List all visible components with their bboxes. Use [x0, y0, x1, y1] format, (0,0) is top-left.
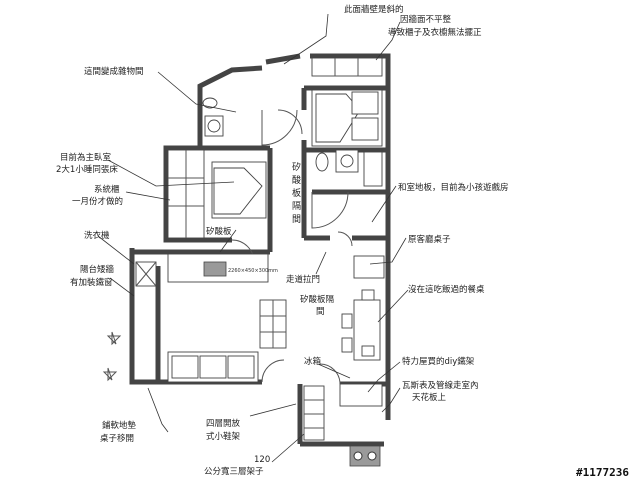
label-floor-mat-line2: 桌子移開 — [100, 433, 134, 444]
leader-lines — [97, 13, 409, 463]
label-tatami: 和室地板，目前為小孩遊戲房 — [398, 182, 509, 193]
annotations: 此面牆壁是斜的 因牆面不平整 導致櫃子及衣櫥無法擺正 這間變成雜物間 目前為主臥… — [56, 4, 629, 479]
label-guest-table: 原客廳桌子 — [408, 234, 451, 245]
label-acid-vertical: 矽 酸 板 隔 間 — [292, 161, 301, 225]
label-system-line1: 系統櫃 — [94, 184, 120, 195]
label-storage-room: 這間變成雜物間 — [84, 66, 144, 77]
label-diy-rack: 特力屋買的diy鐵架 — [402, 356, 475, 367]
label-washer: 洗衣機 — [84, 230, 110, 241]
label-fridge: 冰箱 — [304, 356, 322, 367]
label-shelf-line: 公分寬三層架子 — [204, 466, 264, 477]
label-acid-board: 矽酸板 — [206, 226, 232, 237]
label-shoe-rack-line2: 式小鞋架 — [206, 431, 241, 442]
watermark-id: #1177236 — [576, 466, 629, 479]
label-hallway-door: 走道拉門 — [286, 274, 320, 285]
door-swings — [231, 109, 353, 385]
svg-text:矽: 矽 — [292, 161, 301, 173]
label-acid-partition-line2: 間 — [316, 307, 325, 317]
label-shoe-rack-line1: 四層開放 — [206, 418, 241, 429]
label-gas-line2: 天花板上 — [412, 392, 447, 403]
label-shelf-size: 120 — [254, 455, 270, 465]
label-cabinet-line1: 因牆面不平整 — [400, 14, 452, 25]
tv-cabinet-size: 2260×450×300mm — [228, 268, 278, 274]
furniture: 2260×450×300mm — [102, 57, 385, 467]
label-balcony-line1: 陽台矮牆 — [80, 264, 115, 275]
label-master-line2: 2大1小睡同張床 — [56, 164, 118, 175]
svg-text:間: 間 — [292, 214, 301, 225]
label-balcony-line2: 有加裝鐵窗 — [70, 277, 113, 288]
svg-text:酸: 酸 — [292, 175, 301, 186]
label-master-line1: 目前為主臥室 — [60, 152, 112, 163]
label-acid-partition-line1: 矽酸板隔 — [300, 294, 335, 305]
label-gas-line1: 瓦斯表及管線走室內 — [402, 380, 479, 391]
label-floor-mat-line1: 鋪軟地墊 — [102, 420, 137, 431]
label-wall-slanted: 此面牆壁是斜的 — [344, 4, 404, 15]
label-system-line2: 一月份才做的 — [72, 196, 123, 207]
svg-text:板: 板 — [292, 187, 301, 199]
label-dining: 沒在這吃飯過的餐桌 — [408, 284, 485, 295]
svg-text:隔: 隔 — [292, 201, 301, 212]
label-cabinet-line2: 導致櫃子及衣櫥無法擺正 — [388, 27, 482, 38]
